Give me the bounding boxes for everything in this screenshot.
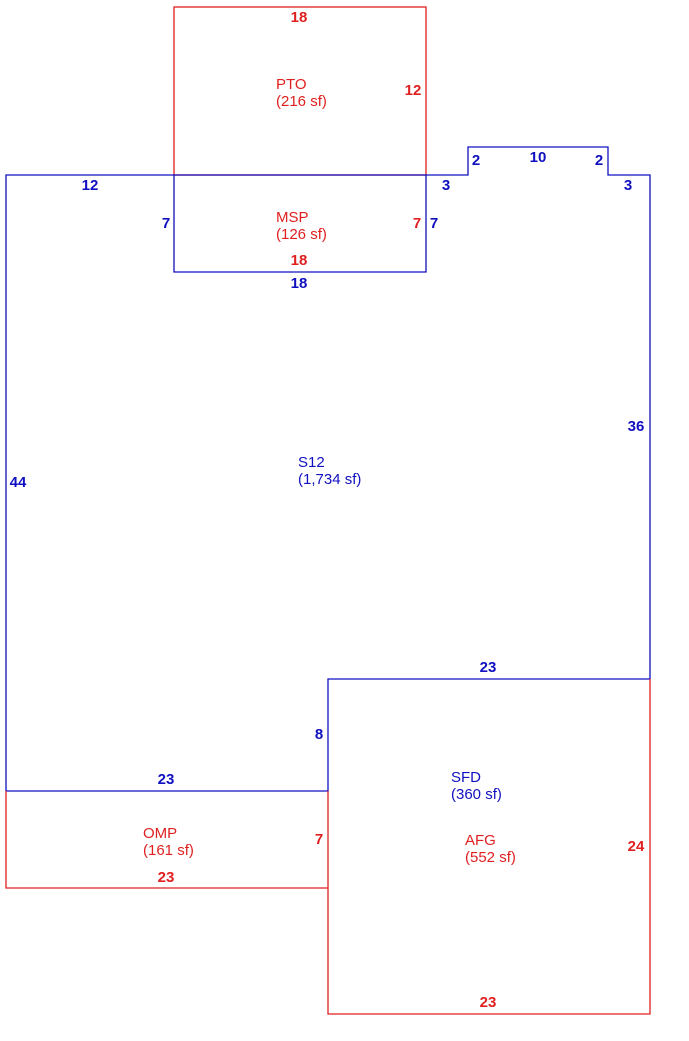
s12-top-left-dimension: 12: [82, 177, 99, 194]
s12-area: (1,734 sf): [298, 471, 361, 488]
pto-label: PTO: [276, 76, 307, 93]
pto-area: (216 sf): [276, 93, 327, 110]
sfd-label: SFD: [451, 769, 481, 786]
step-right-dimension: 3: [624, 177, 632, 194]
sfd-area: (360 sf): [451, 786, 502, 803]
s12-left-dimension: 44: [10, 474, 27, 491]
afg-area: (552 sf): [465, 849, 516, 866]
sfd-top-dimension: 23: [480, 659, 497, 676]
step-left-dimension: 3: [442, 177, 450, 194]
sfd-left-dimension: 8: [315, 726, 323, 743]
omp-label: OMP: [143, 825, 177, 842]
s12-right-dimension: 36: [628, 418, 645, 435]
bump-left-dimension: 2: [472, 152, 480, 169]
pto-right-dimension: 12: [405, 82, 422, 99]
afg-bottom-dimension: 23: [480, 994, 497, 1011]
msp-label: MSP: [276, 209, 309, 226]
pto-top-dimension: 18: [291, 9, 308, 26]
afg-right-dimension: 24: [628, 838, 645, 855]
msp-left-dimension: 7: [162, 215, 170, 232]
omp-outline: [5, 791, 328, 889]
omp-right-dimension: 7: [315, 831, 323, 848]
msp-bottom-outer-dimension: 18: [291, 275, 308, 292]
afg-outline: [327, 679, 651, 1015]
omp-area: (161 sf): [143, 842, 194, 859]
bump-right-dimension: 2: [595, 152, 603, 169]
msp-right-inner-dimension: 7: [413, 215, 421, 232]
msp-outline: [173, 175, 427, 273]
s12-label: S12: [298, 454, 325, 471]
omp-top-dimension: 23: [158, 771, 175, 788]
bump-top-dimension: 10: [530, 149, 547, 166]
msp-right-outer-dimension: 7: [430, 215, 438, 232]
s12-outline: [5, 146, 651, 792]
afg-label: AFG: [465, 832, 496, 849]
omp-bottom-dimension: 23: [158, 869, 175, 886]
msp-bottom-inner-dimension: 18: [291, 252, 308, 269]
msp-area: (126 sf): [276, 226, 327, 243]
